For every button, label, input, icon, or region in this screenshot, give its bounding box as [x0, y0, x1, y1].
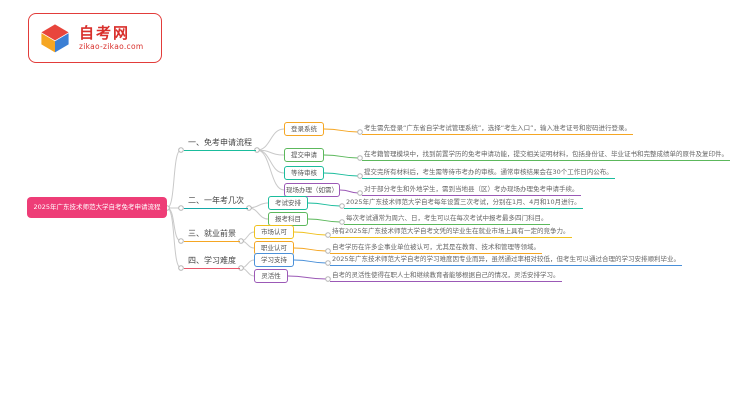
topic-wait-review[interactable]: 等待审核	[284, 166, 324, 180]
topic-exam-schedule[interactable]: 考试安排	[268, 196, 308, 210]
leaf-wait-review-desc[interactable]: 提交完所有材料后，考生需等待市考办的审核。通常审核结果会在30个工作日内公布。	[362, 166, 615, 179]
topic-study-support[interactable]: 学习支持	[254, 253, 294, 267]
branch-label-study-difficulty[interactable]: 四、学习难度	[184, 255, 240, 269]
logo-title: 自考网	[79, 24, 131, 42]
topic-login-system[interactable]: 登录系统	[284, 122, 324, 136]
leaf-exam-schedule-desc[interactable]: 2025年广东技术师范大学自考每年设置三次考试，分别在1月、4月和10月进行。	[344, 196, 583, 209]
leaf-login-system-desc[interactable]: 考生需先登录“广东省自学考试管理系统”，选择“考生入口”，输入准考证号和密码进行…	[362, 122, 633, 135]
leaf-onsite-handling-desc[interactable]: 对于部分考生和外地学生，需到当地县（区）考办现场办理免考申请手续。	[362, 183, 581, 196]
topic-onsite-handling[interactable]: 现场办理（如需）	[284, 183, 340, 197]
leaf-flexibility-desc[interactable]: 自考的灵活性使得在职人士和继续教育者能够根据自己的情况，灵活安排学习。	[330, 269, 562, 282]
topic-submit-application[interactable]: 提交申请	[284, 148, 324, 162]
topic-exam-subjects[interactable]: 报考科目	[268, 212, 308, 226]
leaf-exam-subjects-desc[interactable]: 每次考试通常为周六、日，考生可以在每次考试中报考最多四门科目。	[344, 212, 550, 225]
topic-flexibility[interactable]: 灵活性	[254, 269, 288, 283]
leaf-career-recognition-desc[interactable]: 自考学历在许多企事业单位被认可，尤其是在教育、技术和管理等领域。	[330, 241, 542, 254]
root-node[interactable]: 2025年广东技术师范大学自考免考申请流程	[27, 197, 167, 218]
logo-url: zikao-zikao.com	[79, 42, 144, 51]
leaf-submit-application-desc[interactable]: 在考籍管理模块中，找到前置学历的免考申请功能，提交相关证明材料，包括身份证、毕业…	[362, 148, 730, 161]
branch-label-exams-per-year[interactable]: 二、一年考几次	[184, 195, 248, 209]
zikao-logo-icon	[39, 22, 71, 54]
logo-text-block: 自考网 zikao-zikao.com	[79, 24, 143, 52]
site-logo[interactable]: 自考网 zikao-zikao.com	[28, 13, 162, 63]
branch-label-job-prospects[interactable]: 三、就业前景	[184, 228, 240, 242]
leaf-study-support-desc[interactable]: 2025年广东技术师范大学自考的学习难度因专业而异，虽然通过率相对较低，但考生可…	[330, 253, 683, 266]
topic-market-recognition[interactable]: 市场认可	[254, 225, 294, 239]
branch-label-exemption-process[interactable]: 一、免考申请流程	[184, 137, 256, 151]
leaf-market-recognition-desc[interactable]: 持有2025年广东技术师范大学自考文凭的毕业生在就业市场上具有一定的竞争力。	[330, 225, 572, 238]
